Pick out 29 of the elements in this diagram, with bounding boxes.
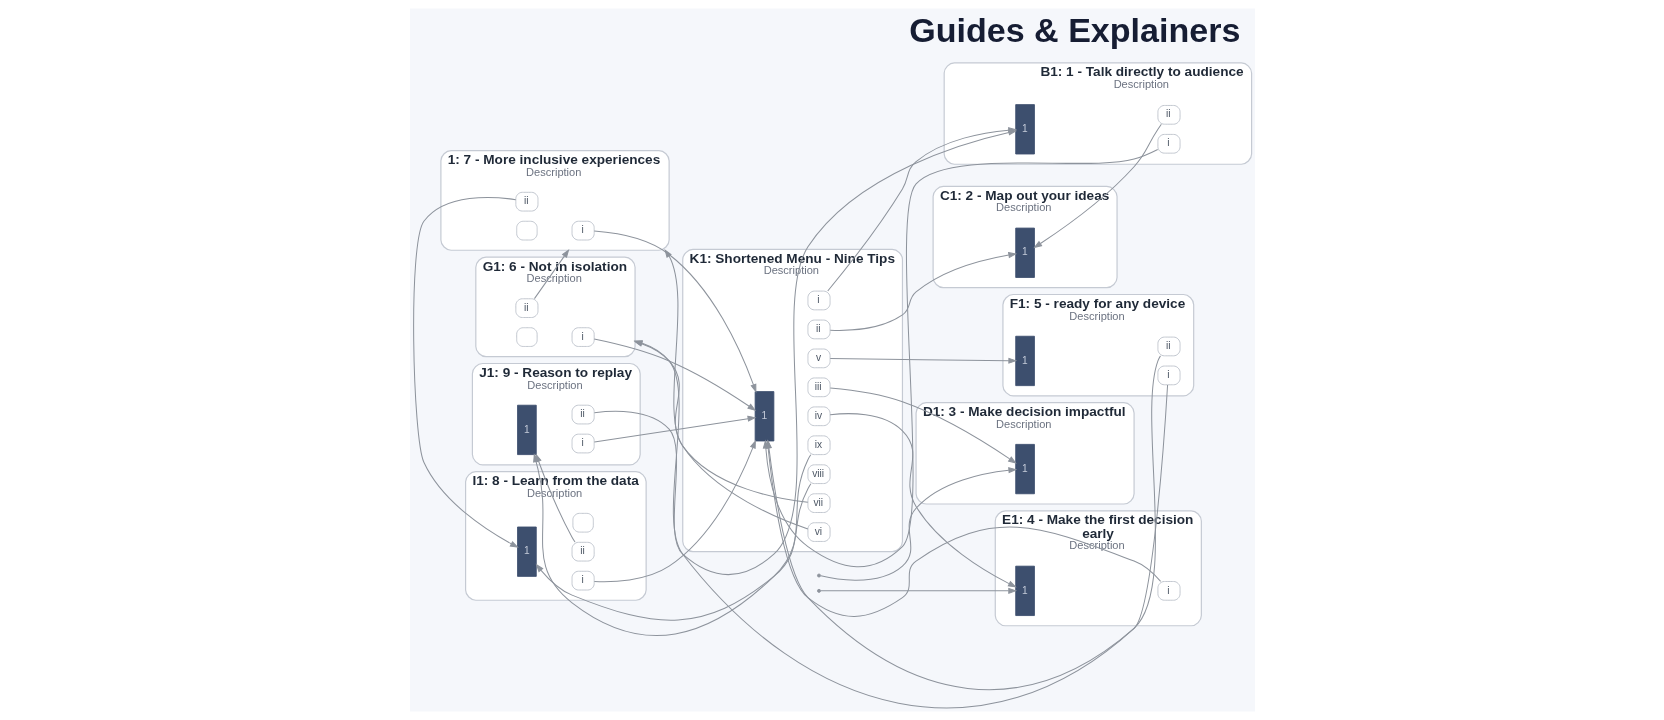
node-box: 1 [1014, 335, 1035, 387]
arrow [819, 467, 1017, 581]
arrow [593, 415, 756, 443]
node-box: 1 [1014, 443, 1035, 495]
arrow [533, 248, 569, 300]
node-box: 1 [754, 391, 774, 442]
arrow [829, 252, 1017, 331]
node-box [515, 327, 538, 347]
node-box: 1 [1014, 104, 1035, 155]
arrow [593, 338, 756, 411]
arrow [829, 413, 1017, 594]
arrow [593, 439, 756, 583]
node-box: 1 [516, 526, 537, 577]
arrow [593, 230, 756, 393]
arrow [829, 357, 1017, 364]
arrow [819, 580, 1017, 594]
arrow [663, 248, 808, 503]
node-box [515, 220, 538, 241]
arrow [829, 387, 1017, 464]
arrow [535, 483, 811, 621]
arrow [633, 340, 1161, 709]
arrow [1032, 123, 1162, 249]
arrow [412, 196, 519, 548]
node-box [571, 512, 594, 533]
node-box: 1 [1014, 227, 1035, 278]
node-box: 1 [1014, 565, 1035, 616]
node-box: 1 [516, 404, 537, 456]
diagram-title: Guides & Explainers [908, 10, 1240, 49]
arrow [633, 340, 808, 530]
